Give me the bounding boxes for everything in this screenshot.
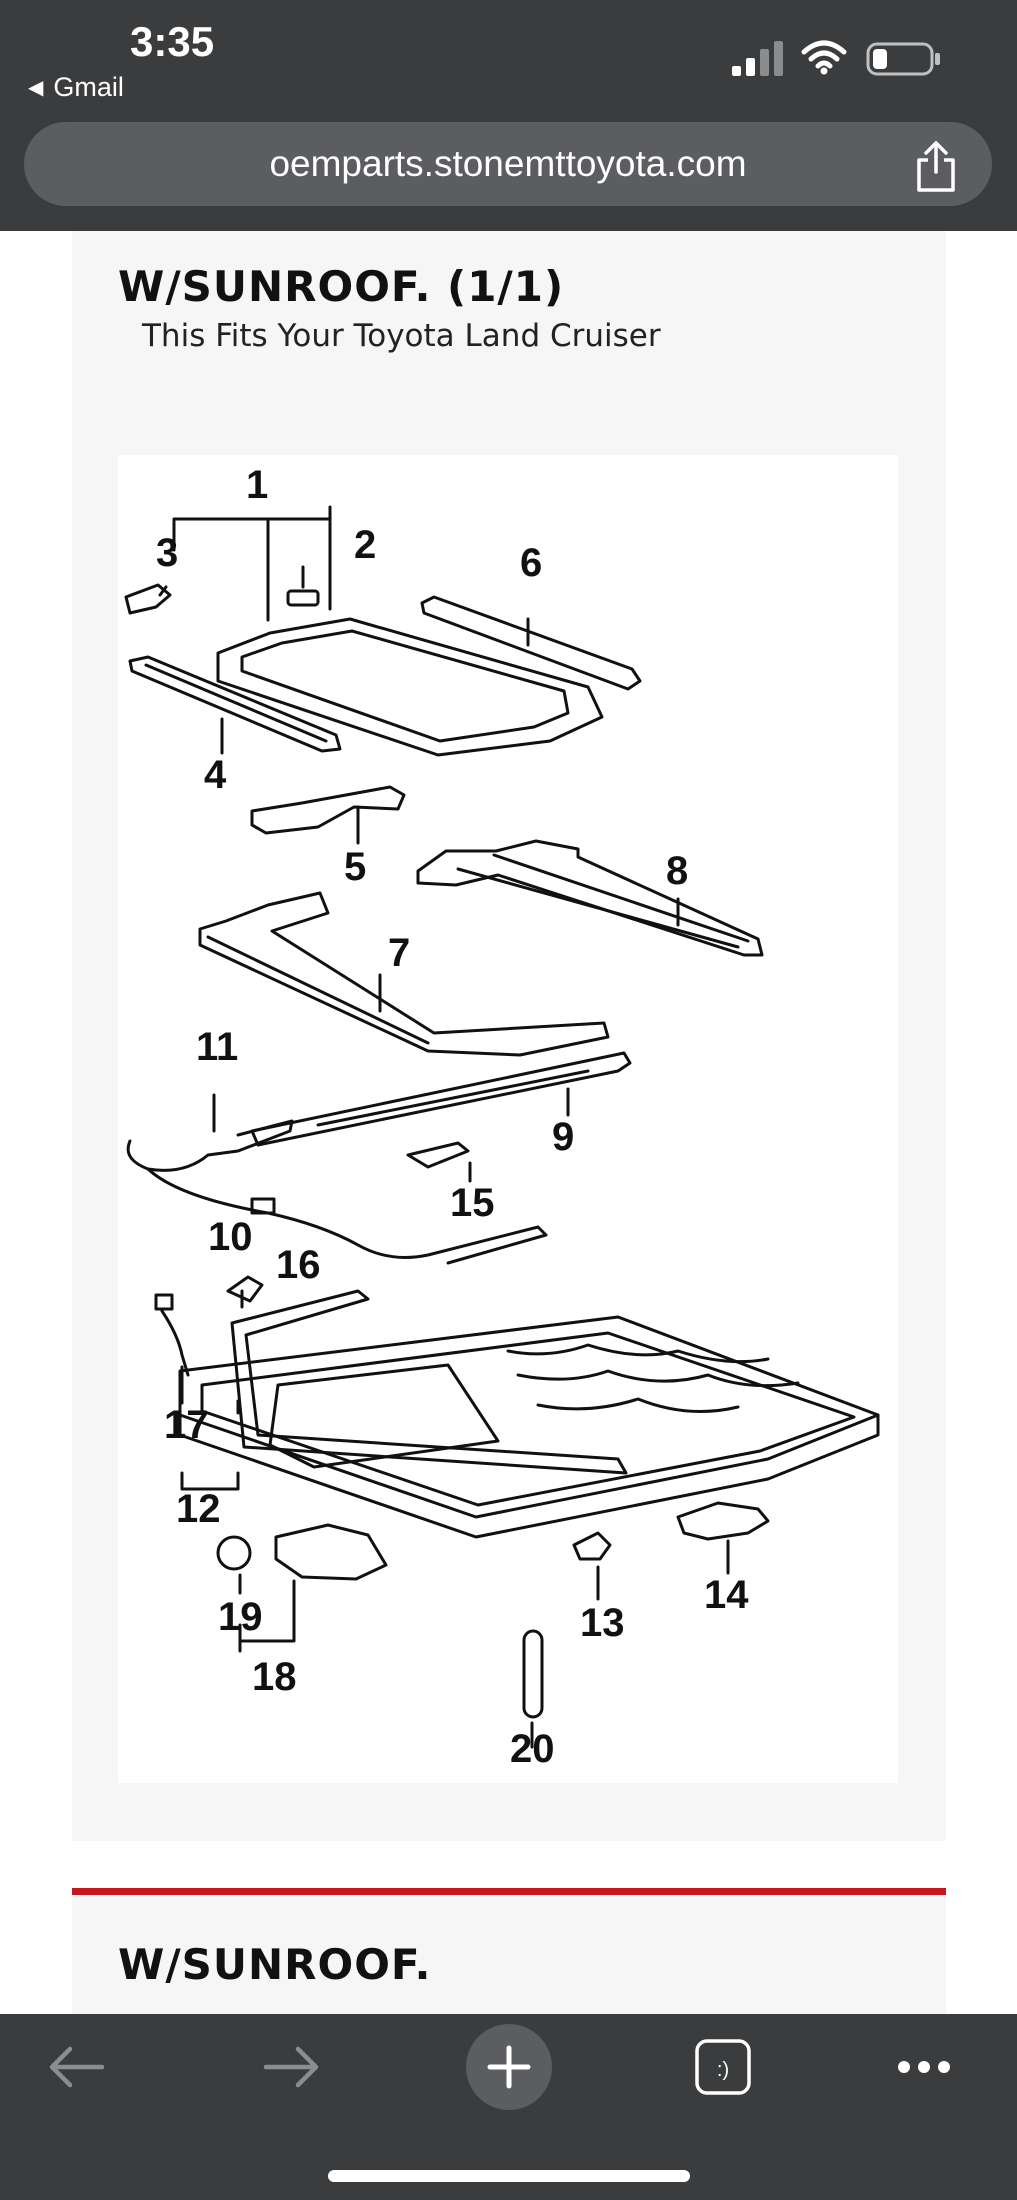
callout-3[interactable]: 3 (156, 531, 179, 575)
address-bar-url: oemparts.stonemttoyota.com (269, 143, 747, 184)
share-icon[interactable] (914, 140, 958, 194)
callout-18[interactable]: 18 (252, 1655, 297, 1699)
callout-7[interactable]: 7 (388, 931, 411, 975)
home-indicator[interactable] (328, 2170, 690, 2182)
second-section-card (72, 1895, 946, 2015)
svg-text::): :) (717, 2059, 729, 2081)
callout-19[interactable]: 19 (218, 1595, 263, 1639)
callout-8[interactable]: 8 (666, 849, 689, 893)
address-bar[interactable]: oemparts.stonemttoyota.com (24, 122, 992, 206)
callout-12[interactable]: 12 (176, 1487, 221, 1531)
callout-13[interactable]: 13 (580, 1601, 625, 1645)
forward-arrow-icon[interactable] (262, 2044, 322, 2090)
back-triangle-icon: ◀ (28, 77, 44, 99)
callout-1[interactable]: 1 (246, 463, 269, 507)
signal-icon (732, 41, 783, 76)
section-divider (72, 1888, 946, 1895)
callout-20[interactable]: 20 (510, 1727, 555, 1771)
fitment-note: This Fits Your Toyota Land Cruiser (142, 318, 661, 354)
callout-2[interactable]: 2 (354, 523, 377, 567)
callout-4[interactable]: 4 (204, 753, 227, 797)
back-to-app-link[interactable]: ◀ Gmail (28, 72, 124, 103)
callout-10[interactable]: 10 (208, 1215, 253, 1259)
callout-5[interactable]: 5 (344, 845, 367, 889)
section-title: W/SUNROOF. (1/1) (118, 262, 565, 311)
more-icon[interactable] (896, 2054, 952, 2080)
wifi-icon (801, 40, 847, 75)
callout-15[interactable]: 15 (450, 1181, 495, 1225)
callout-11[interactable]: 11 (196, 1025, 239, 1069)
second-section-title: W/SUNROOF. (118, 1940, 432, 1989)
back-app-label: Gmail (53, 72, 124, 102)
tabs-icon[interactable]: :) (694, 2038, 752, 2096)
parts-diagram[interactable]: 1 2 3 4 5 6 7 8 9 10 11 12 13 14 15 16 1… (118, 455, 898, 1783)
back-arrow-icon[interactable] (46, 2044, 106, 2090)
status-time: 3:35 (130, 18, 215, 65)
callout-9[interactable]: 9 (552, 1115, 575, 1159)
callout-6[interactable]: 6 (520, 541, 543, 585)
sunroof-exploded-diagram (124, 505, 880, 1749)
callout-17[interactable]: 17 (164, 1403, 209, 1447)
callout-16[interactable]: 16 (276, 1243, 321, 1287)
new-tab-icon[interactable] (466, 2024, 552, 2110)
battery-icon (866, 42, 940, 76)
callout-14[interactable]: 14 (704, 1573, 749, 1617)
